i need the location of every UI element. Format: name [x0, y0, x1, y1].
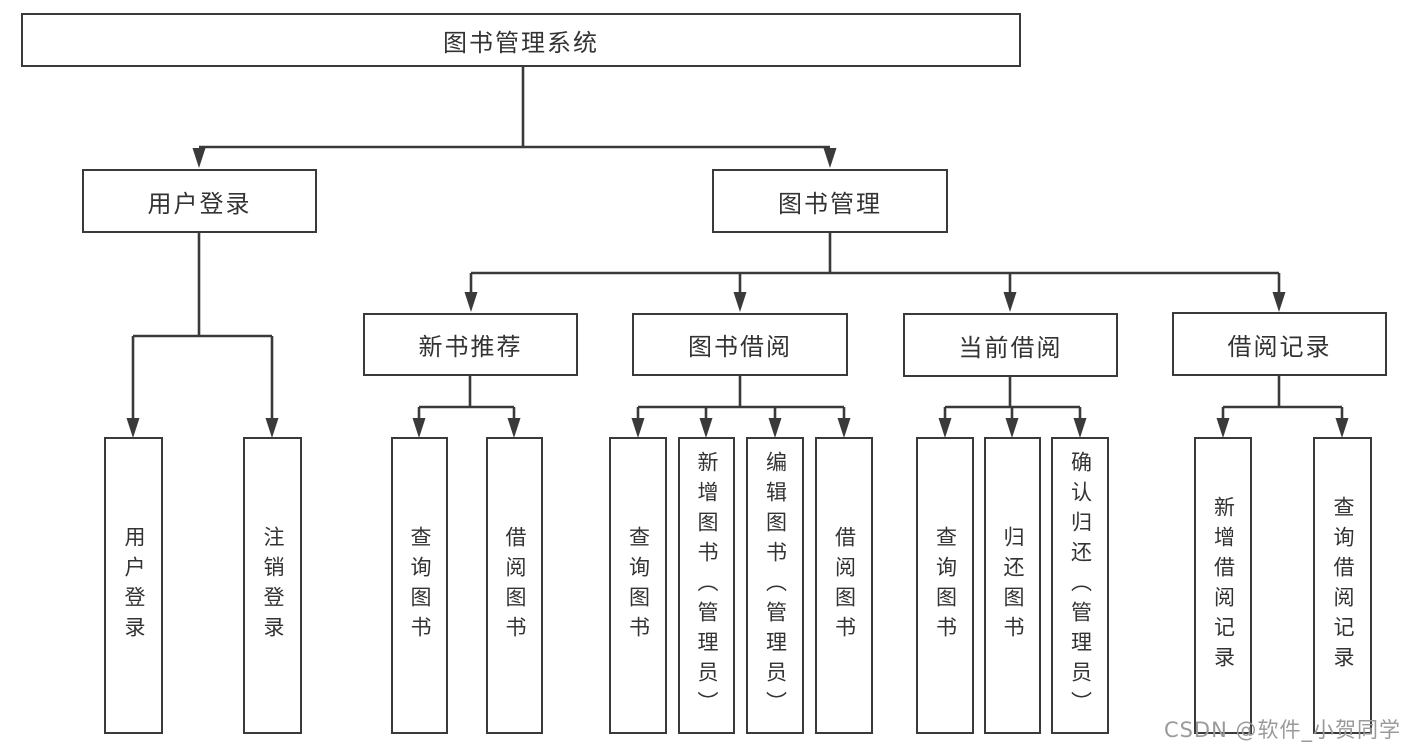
node-borrow-record-label: 借阅记录 — [1227, 332, 1332, 361]
node-user-login-label: 用户登录 — [147, 189, 252, 218]
leaf-cb-query-book: 查询图书 — [916, 437, 974, 734]
node-root-system-label: 图书管理系统 — [443, 28, 599, 57]
node-user-login: 用户登录 — [82, 169, 317, 233]
leaf-rec-borrow-book-label: 借阅图书 — [503, 525, 527, 646]
leaf-user-login: 用户登录 — [104, 437, 163, 734]
leaf-bb-query-book-label: 查询图书 — [626, 525, 651, 646]
connector-root-to-level2 — [192, 67, 837, 168]
leaf-bb-borrow-book-label: 借阅图书 — [832, 525, 857, 646]
node-book-borrow-label: 图书借阅 — [688, 333, 792, 361]
leaf-cb-confirm-return: 确认归还（管理员） — [1051, 437, 1109, 734]
node-borrow-record: 借阅记录 — [1172, 312, 1387, 376]
connector-borrow-record-to-leaves — [1216, 376, 1349, 438]
csdn-watermark: CSDN @软件_小贺同学 — [1163, 718, 1401, 742]
leaf-rec-query-book-label: 查询图书 — [408, 525, 432, 646]
leaf-br-add-record-label: 新增借阅记录 — [1211, 495, 1236, 676]
leaf-br-add-record: 新增借阅记录 — [1194, 437, 1252, 734]
node-book-mgmt: 图书管理 — [712, 169, 948, 233]
leaf-bb-borrow-book: 借阅图书 — [815, 437, 873, 734]
connector-book-mgmt-to-level3 — [464, 233, 1286, 312]
node-book-mgmt-label: 图书管理 — [778, 189, 882, 218]
node-book-borrow: 图书借阅 — [632, 313, 848, 376]
leaf-br-query-record: 查询借阅记录 — [1313, 437, 1372, 734]
node-new-book-rec-label: 新书推荐 — [418, 333, 523, 361]
node-current-borrow: 当前借阅 — [903, 313, 1118, 377]
leaf-logout: 注销登录 — [243, 437, 302, 734]
leaf-bb-query-book: 查询图书 — [609, 437, 667, 734]
connector-new-book-rec-to-leaves — [412, 376, 521, 438]
leaf-bb-add-book: 新增图书（管理员） — [678, 437, 735, 734]
connector-book-borrow-to-leaves — [631, 376, 851, 438]
leaf-bb-add-book-label: 新增图书（管理员） — [695, 450, 719, 721]
leaf-rec-query-book: 查询图书 — [391, 437, 448, 734]
connector-user-login-to-leaves — [126, 233, 279, 438]
connector-current-borrow-to-leaves — [938, 377, 1087, 438]
node-new-book-rec: 新书推荐 — [363, 313, 578, 376]
node-root-system: 图书管理系统 — [21, 13, 1021, 67]
leaf-bb-edit-book: 编辑图书（管理员） — [746, 437, 804, 734]
leaf-br-query-record-label: 查询借阅记录 — [1331, 495, 1355, 676]
node-current-borrow-label: 当前借阅 — [958, 333, 1063, 362]
leaf-rec-borrow-book: 借阅图书 — [486, 437, 543, 734]
leaf-bb-edit-book-label: 编辑图书（管理员） — [763, 450, 788, 721]
leaf-logout-label: 注销登录 — [261, 525, 285, 646]
leaf-cb-confirm-return-label: 确认归还（管理员） — [1068, 450, 1093, 721]
leaf-cb-return-book: 归还图书 — [984, 437, 1041, 734]
leaf-cb-return-book-label: 归还图书 — [1001, 525, 1025, 646]
leaf-cb-query-book-label: 查询图书 — [933, 525, 958, 646]
leaf-user-login-label: 用户登录 — [122, 525, 146, 646]
